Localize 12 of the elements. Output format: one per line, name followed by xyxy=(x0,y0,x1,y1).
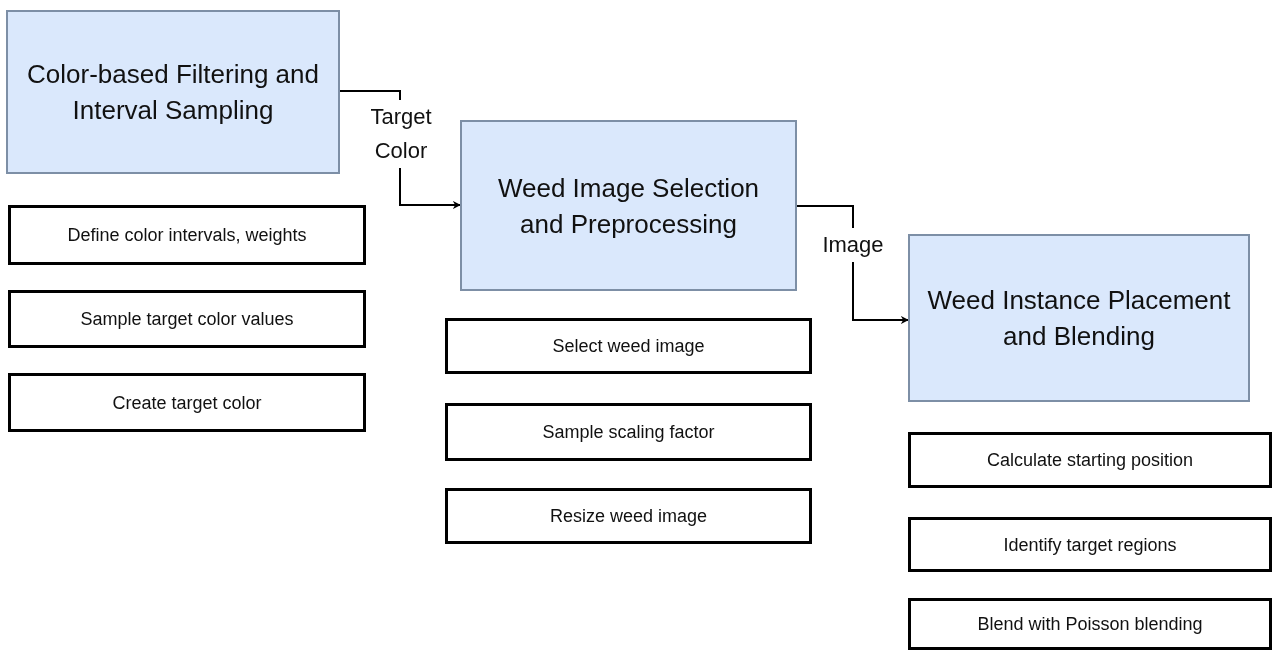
step-box: Create target color xyxy=(8,373,366,432)
step-box: Sample scaling factor xyxy=(445,403,812,461)
step-box: Define color intervals, weights xyxy=(8,205,366,265)
step-box: Identify target regions xyxy=(908,517,1272,572)
stage-box: Weed Instance Placement and Blending xyxy=(908,234,1250,402)
step-box: Sample target color values xyxy=(8,290,366,348)
step-box: Calculate starting position xyxy=(908,432,1272,488)
stage-box: Color-based Filtering and Interval Sampling xyxy=(6,10,340,174)
step-box: Resize weed image xyxy=(445,488,812,544)
step-box: Blend with Poisson blending xyxy=(908,598,1272,650)
step-box: Select weed image xyxy=(445,318,812,374)
stage-box: Weed Image Selection and Preprocessing xyxy=(460,120,797,291)
